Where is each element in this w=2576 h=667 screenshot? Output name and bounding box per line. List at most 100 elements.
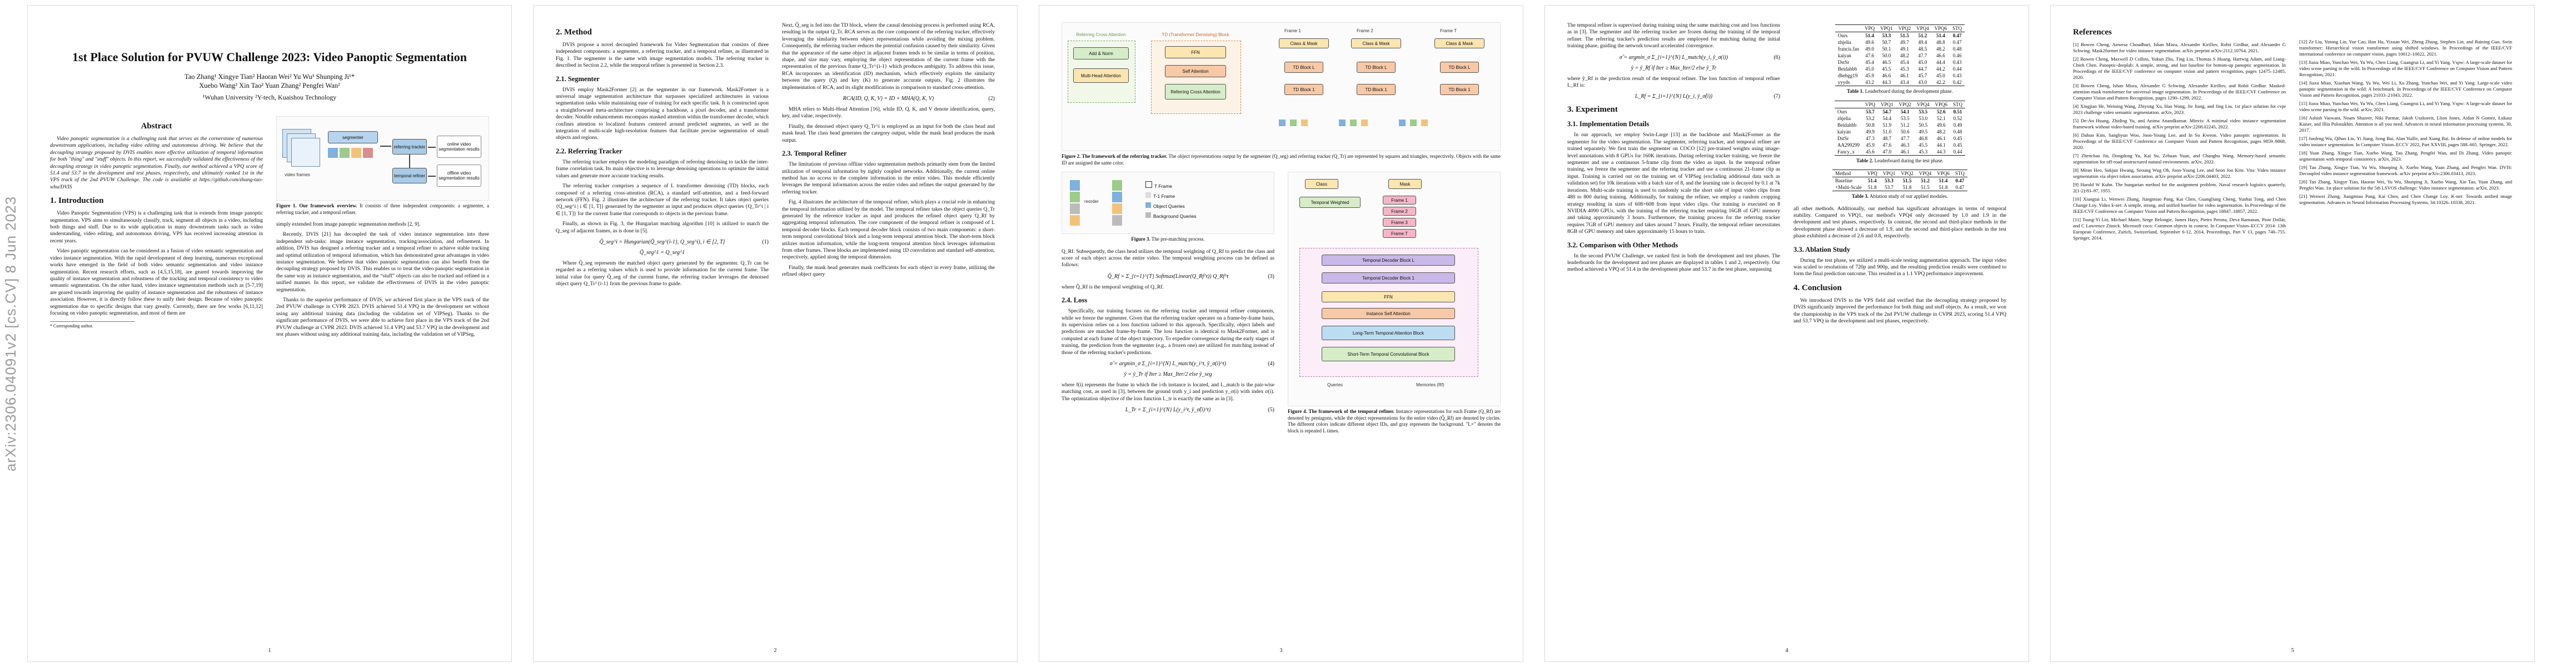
segmenter-box: segmenter — [328, 131, 378, 143]
reference-item: [1] Bowen Cheng, Anwesa Choudhuri, Ishan… — [2073, 42, 2286, 53]
table-cell: +Multi-Scale — [1832, 184, 1865, 191]
legend-object-queries: Object Queries — [1153, 203, 1185, 209]
instance-self-attention-box: Instance Self Attention — [1322, 308, 1455, 319]
figure-3: reorder T Frame T-1 Frame Object Queries… — [1062, 172, 1274, 234]
equation-4: σ̂ = argmin_σ Σ_{i=1}^{N} L_match(y_i^t,… — [1109, 360, 1274, 367]
td-block-l-2: TD Block L — [1357, 62, 1396, 73]
page-2-col-2-paragraph-1: Next, Q̃_seg is fed into the TD block, w… — [782, 22, 995, 91]
page-1-column-2: video frames segmenter referring tracker… — [276, 116, 489, 342]
refiner-paragraph-3: Finally, the mask head generates mask co… — [782, 264, 995, 278]
td-block-1-2: TD Block 1 — [1357, 84, 1396, 95]
table-cell: 47.6 — [1865, 53, 1874, 58]
implementation-paragraph: In our approach, we employ Swin-Large [1… — [1567, 132, 1780, 235]
table-cell: 46.6 — [1936, 53, 1945, 58]
table-header-cell: VPQ4 — [1914, 24, 1932, 32]
table-cell: 51.9 — [1882, 122, 1892, 128]
figure-3-legend: T Frame T-1 Frame Object Queries Backgro… — [1145, 181, 1197, 221]
equation-5: L_Tr = Σ_{i=1}^{N} L(y_i^t, ŷ_σ̂(i)^t)(5… — [1125, 407, 1274, 414]
table-cell: 50.0 — [1882, 53, 1891, 58]
table-cell: 51.5 — [1900, 33, 1909, 38]
reference-list-2: [12] Ze Liu, Yutong Lin, Yue Cao, Han Hu… — [2299, 39, 2512, 206]
reference-item: [21] Wenwei Zhang, Jiangmiao Pang, Kai C… — [2299, 193, 2512, 205]
reference-item: [6] Dahun Kim, Sanghyun Woo, Joon-Young … — [2073, 132, 2286, 150]
table-cell: kaiyan — [1837, 128, 1851, 135]
table-header-cell: VPQ1 — [1880, 170, 1899, 177]
table-cell: 53.2 — [1866, 115, 1875, 121]
table-cell: 44.4 — [1936, 59, 1945, 65]
table-cell: 45.9 — [1866, 142, 1875, 148]
fig4-ffn-box: FFN — [1322, 291, 1455, 302]
page-3-column-1: reorder T Frame T-1 Frame Object Queries… — [1062, 172, 1274, 440]
frame-3-box: Frame 3 — [1383, 218, 1416, 227]
tracker-paragraph-4: Where Q̃_seg represents the matched obje… — [556, 260, 769, 287]
table-cell: 49.0 — [1865, 46, 1874, 52]
table-cell: 51.8 — [1934, 184, 1952, 191]
table-cell: 0.42 — [1950, 79, 1965, 86]
affiliations: ¹Wuhan University ²Y-tech, Kuaishou Tech… — [202, 93, 337, 101]
table-cell: 45.5 — [1919, 142, 1928, 148]
table-cell: 51.4 — [1865, 33, 1874, 38]
figure-4: Class Mask Temporal Weighted Frame 1 Fra… — [1288, 172, 1501, 406]
conclusion-heading: 4. Conclusion — [1793, 283, 1842, 292]
table-cell: 49.7 — [1900, 39, 1909, 45]
page-3: Referring Cross Attention Add & Norm Mul… — [1039, 6, 1523, 661]
page-number: 3 — [1279, 648, 1283, 654]
table-cell: 0.48 — [1953, 128, 1962, 135]
page-2-column-2: Next, Q̃_seg is fed into the TD block, w… — [782, 22, 995, 291]
table-header-cell: VPQ — [1864, 170, 1880, 177]
table-cell: AA299299 — [1837, 142, 1860, 148]
self-attention-box: Self Attention — [1165, 65, 1226, 77]
table-cell: 54.1 — [1900, 108, 1910, 115]
experiment-heading: 3. Experiment — [1567, 105, 1618, 115]
frame-2-label: Frame 2 — [1357, 28, 1373, 33]
table-cell: 53.0 — [1919, 115, 1928, 121]
tracker-paragraph-3: Finally, as shown in Fig. 3, the Hungari… — [556, 221, 769, 234]
table-cell: zhjelia — [1837, 39, 1851, 45]
table-cell: 46.1 — [1896, 148, 1914, 156]
reference-item: [10] Xiangtai Li, Wenwei Zhang, Jiangmia… — [2073, 196, 2286, 214]
table-cell: 51.8 — [1864, 184, 1880, 191]
table-cell: francis.fan — [1837, 46, 1860, 52]
table-cell: 48.2 — [1900, 53, 1909, 58]
table-header-cell: VPQ2 — [1895, 24, 1914, 32]
table-header-cell: STQ — [1950, 100, 1966, 108]
table-cell: 45.3 — [1900, 66, 1909, 72]
reference-item: [17] Junfeng Wu, Qihao Liu, Yi Jiang, So… — [2299, 136, 2512, 147]
arxiv-stamp: arXiv:2306.04091v2 [cs.CV] 8 Jun 2023 — [2, 196, 19, 471]
table-cell: 45.7 — [1918, 73, 1927, 78]
temporal-refiner-box: temporal refiner — [392, 168, 427, 183]
equation-4-note: where f(i) represents the frame in which… — [1062, 381, 1274, 402]
table-cell: 45.3 — [1914, 148, 1932, 156]
frame-t-label: Frame T — [1440, 28, 1457, 33]
table-cell: 48.7 — [1882, 135, 1892, 141]
table-header-cell: STQ — [1950, 24, 1965, 32]
offline-results-box: offline video segmentation results — [437, 165, 481, 187]
table-cell: 0.44 — [1952, 66, 1962, 72]
frame-2-box: Frame 2 — [1383, 207, 1416, 216]
table-cell: DstSr — [1837, 135, 1849, 141]
page-4: The temporal refiner is supervised durin… — [1545, 6, 2029, 661]
page-4-column-1: The temporal refiner is supervised durin… — [1567, 22, 1780, 328]
table-cell: Ours — [1837, 108, 1847, 115]
table-cell: 45.0 — [1918, 59, 1927, 65]
page-number: 5 — [2291, 648, 2294, 654]
equation-6-note: where ŷ_Rf is the prediction result of t… — [1567, 75, 1780, 89]
table-cell: 51.2 — [1921, 178, 1930, 183]
video-frames-label: video frames — [285, 172, 310, 177]
page-3-column-2: Class Mask Temporal Weighted Frame 1 Fra… — [1288, 172, 1501, 440]
table-cell: 50.6 — [1900, 128, 1910, 135]
authors-line-2: Xuebo Wang² Xin Tao² Yuan Zhang² Pengfei… — [199, 82, 340, 89]
reference-item: [19] Tao Zhang, Xingye Tian, Yu Wu, Shun… — [2299, 165, 2512, 176]
table-header-cell — [1834, 100, 1862, 108]
table-cell: 44.3 — [1877, 79, 1896, 86]
table-cell: Ours — [1837, 33, 1848, 38]
table-cell: 45.4 — [1865, 59, 1874, 65]
table-3-caption: Table 3. Ablation study of our applied m… — [1852, 193, 1948, 199]
